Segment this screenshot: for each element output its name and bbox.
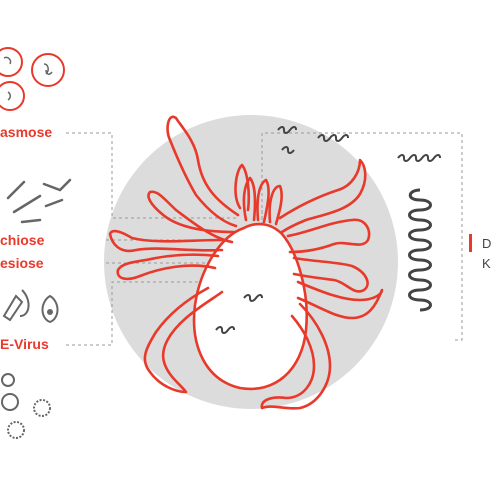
tick-leg-left-3 bbox=[108, 229, 224, 253]
rod-2 bbox=[12, 194, 42, 214]
label-ehrlichiose: chiose bbox=[0, 232, 45, 248]
spirochete-2 bbox=[317, 134, 349, 142]
rod-5 bbox=[20, 218, 42, 224]
bacteria-cells-icon bbox=[0, 47, 65, 111]
connector-borrelia bbox=[261, 132, 463, 341]
spirochete-4 bbox=[215, 326, 235, 334]
tick-leg-right-5 bbox=[260, 302, 332, 410]
cell-1 bbox=[31, 53, 65, 87]
parasite-dot bbox=[47, 309, 53, 315]
tick-leg-right-4 bbox=[296, 280, 384, 320]
tick-leg-left-1 bbox=[166, 115, 240, 228]
tick-mouth-tip bbox=[234, 163, 251, 212]
tick-body bbox=[192, 222, 308, 391]
right-label-line1: D bbox=[482, 236, 492, 251]
babesia-parasite-icon bbox=[2, 289, 59, 324]
connector-anaplasmose bbox=[66, 132, 238, 219]
rod-3 bbox=[42, 178, 72, 192]
tick-leg-left-2 bbox=[147, 190, 236, 244]
tick-leg-right-3 bbox=[292, 256, 369, 293]
cell-2 bbox=[0, 47, 23, 77]
cell-inclusion-1 bbox=[43, 63, 53, 75]
label-anaplasmose: asmose bbox=[0, 124, 53, 140]
tick-leg-right-1 bbox=[278, 158, 367, 234]
tick-leg-right-2 bbox=[286, 218, 371, 254]
cell-inclusion-3 bbox=[7, 91, 11, 101]
parasite-2 bbox=[19, 289, 30, 317]
rod-1 bbox=[6, 180, 26, 200]
virus-3 bbox=[7, 421, 25, 439]
spirochete-5 bbox=[243, 294, 263, 302]
right-legend-bar bbox=[469, 234, 472, 252]
tick-leg-left-5 bbox=[143, 286, 224, 394]
rod-bacteria-icon bbox=[6, 178, 72, 224]
virus-particle-icon bbox=[1, 373, 51, 439]
cell-3 bbox=[0, 81, 25, 111]
virus-1 bbox=[1, 393, 19, 411]
label-fsme-virus: E-Virus bbox=[0, 336, 49, 352]
spirochete-3 bbox=[397, 154, 441, 162]
tick-icon bbox=[108, 115, 384, 410]
tick-leg-left-4 bbox=[116, 253, 220, 281]
right-label-line2: K bbox=[482, 256, 491, 271]
spirochete-icon bbox=[215, 126, 441, 334]
virus-4 bbox=[1, 373, 15, 387]
parasite-1 bbox=[2, 294, 24, 322]
parasite-3 bbox=[41, 294, 59, 324]
label-babesiose: esiose bbox=[0, 255, 44, 271]
virus-2 bbox=[33, 399, 51, 417]
tick-mouthparts bbox=[242, 176, 283, 226]
spirochete-1 bbox=[277, 126, 297, 154]
rod-4 bbox=[44, 198, 64, 208]
cell-inclusion-2 bbox=[3, 56, 12, 65]
spirochete-large bbox=[408, 188, 432, 312]
